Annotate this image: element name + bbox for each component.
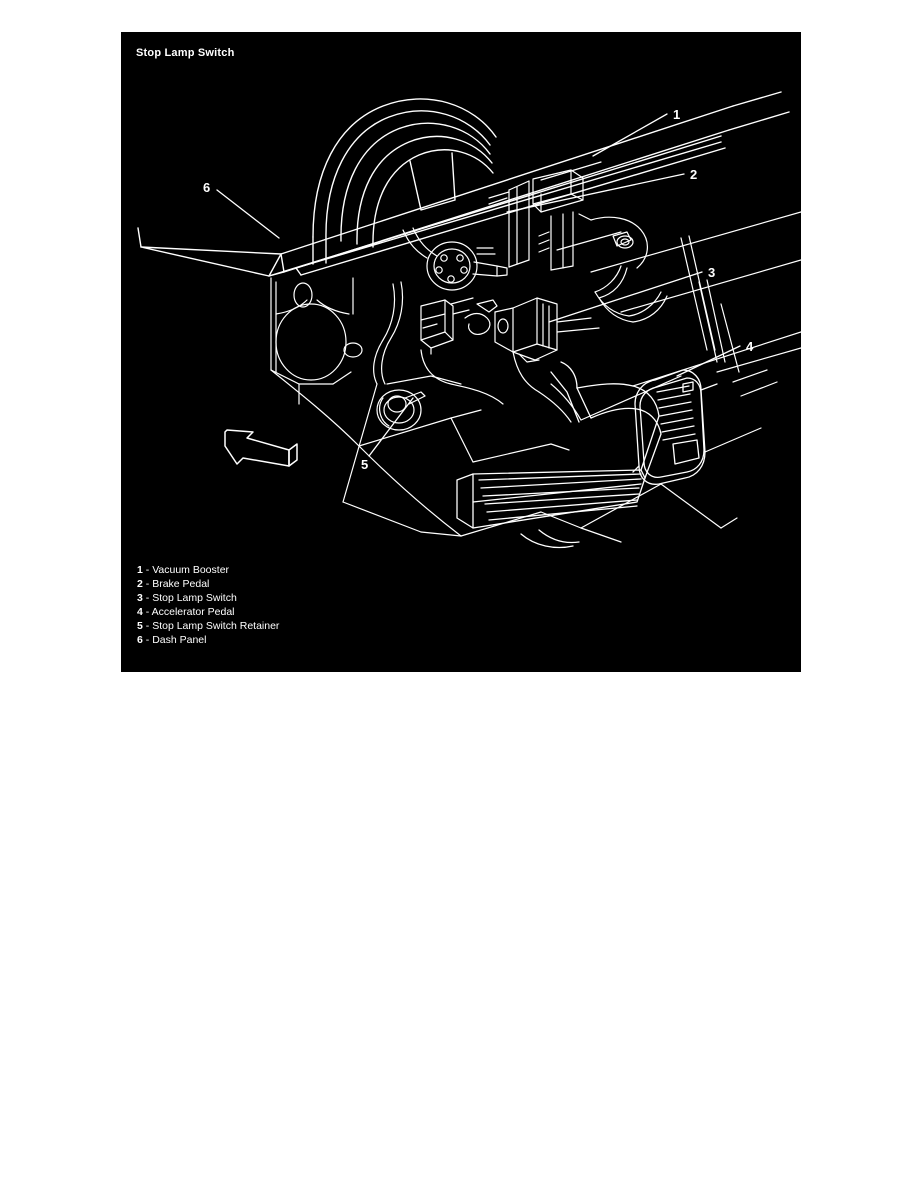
legend-number: 5 bbox=[137, 620, 143, 632]
stop-lamp-switch-component bbox=[494, 297, 600, 363]
instrument-panel-beam bbox=[137, 91, 790, 277]
lower-right-floor bbox=[580, 369, 778, 543]
legend-item: 3 - Stop Lamp Switch bbox=[137, 591, 537, 605]
legend-item: 5 - Stop Lamp Switch Retainer bbox=[137, 619, 537, 633]
harness-clip bbox=[450, 297, 498, 335]
wiring-harness bbox=[373, 281, 582, 423]
callout-1: 1 bbox=[673, 107, 680, 122]
leader-line-3 bbox=[548, 271, 703, 323]
figure-title: Stop Lamp Switch bbox=[136, 47, 235, 59]
legend-item: 1 - Vacuum Booster bbox=[137, 563, 537, 577]
legend-label: Stop Lamp Switch Retainer bbox=[152, 620, 280, 632]
leader-line-5 bbox=[368, 397, 414, 457]
legend-label: Brake Pedal bbox=[152, 578, 210, 590]
stop-lamp-switch-retainer bbox=[376, 389, 426, 431]
callout-4: 4 bbox=[746, 339, 754, 354]
callout-2: 2 bbox=[690, 167, 697, 182]
pedal-support-bracket bbox=[488, 169, 584, 271]
legend-label: Dash Panel bbox=[152, 634, 207, 646]
legend-separator: - bbox=[145, 592, 150, 604]
legend-separator: - bbox=[145, 564, 150, 576]
right-side-panel bbox=[540, 161, 801, 387]
legend-label: Stop Lamp Switch bbox=[152, 592, 237, 604]
leader-line-2 bbox=[506, 173, 685, 213]
legend-label: Vacuum Booster bbox=[152, 564, 230, 576]
brake-pedal bbox=[456, 361, 662, 549]
direction-arrow-glyph bbox=[224, 429, 298, 467]
legend-separator: - bbox=[145, 634, 150, 646]
pedal-bracket-assembly bbox=[402, 227, 508, 291]
callout-3: 3 bbox=[708, 265, 715, 280]
legend-number: 6 bbox=[137, 634, 143, 646]
legend-separator: - bbox=[145, 620, 150, 632]
legend-number: 4 bbox=[137, 606, 143, 618]
legend-separator: - bbox=[145, 578, 150, 590]
floor-and-tunnel bbox=[270, 369, 582, 537]
legend-number: 2 bbox=[137, 578, 143, 590]
accelerator-linkage bbox=[680, 235, 740, 373]
connector-block bbox=[420, 299, 470, 355]
callout-leader-lines bbox=[216, 113, 741, 457]
callout-numbers: 1 2 3 4 5 6 bbox=[203, 107, 754, 472]
legend-label: Accelerator Pedal bbox=[151, 606, 235, 618]
accelerator-pedal bbox=[632, 369, 718, 485]
leader-line-1 bbox=[592, 113, 668, 157]
legend-item: 6 - Dash Panel bbox=[137, 633, 537, 647]
legend-number: 1 bbox=[137, 564, 143, 576]
dash-panel-structure bbox=[270, 277, 363, 405]
vacuum-booster-assembly bbox=[312, 98, 497, 265]
callout-5: 5 bbox=[361, 457, 368, 472]
legend-item: 2 - Brake Pedal bbox=[137, 577, 537, 591]
leader-line-6 bbox=[216, 189, 280, 239]
legend-item: 4 - Accelerator Pedal bbox=[137, 605, 537, 619]
figure-panel: Stop Lamp Switch bbox=[121, 32, 801, 672]
legend-separator: - bbox=[145, 606, 150, 618]
figure-legend: 1 - Vacuum Booster 2 - Brake Pedal 3 - S… bbox=[137, 563, 537, 647]
callout-6: 6 bbox=[203, 180, 210, 195]
leader-line-4 bbox=[676, 345, 741, 377]
legend-number: 3 bbox=[137, 592, 143, 604]
